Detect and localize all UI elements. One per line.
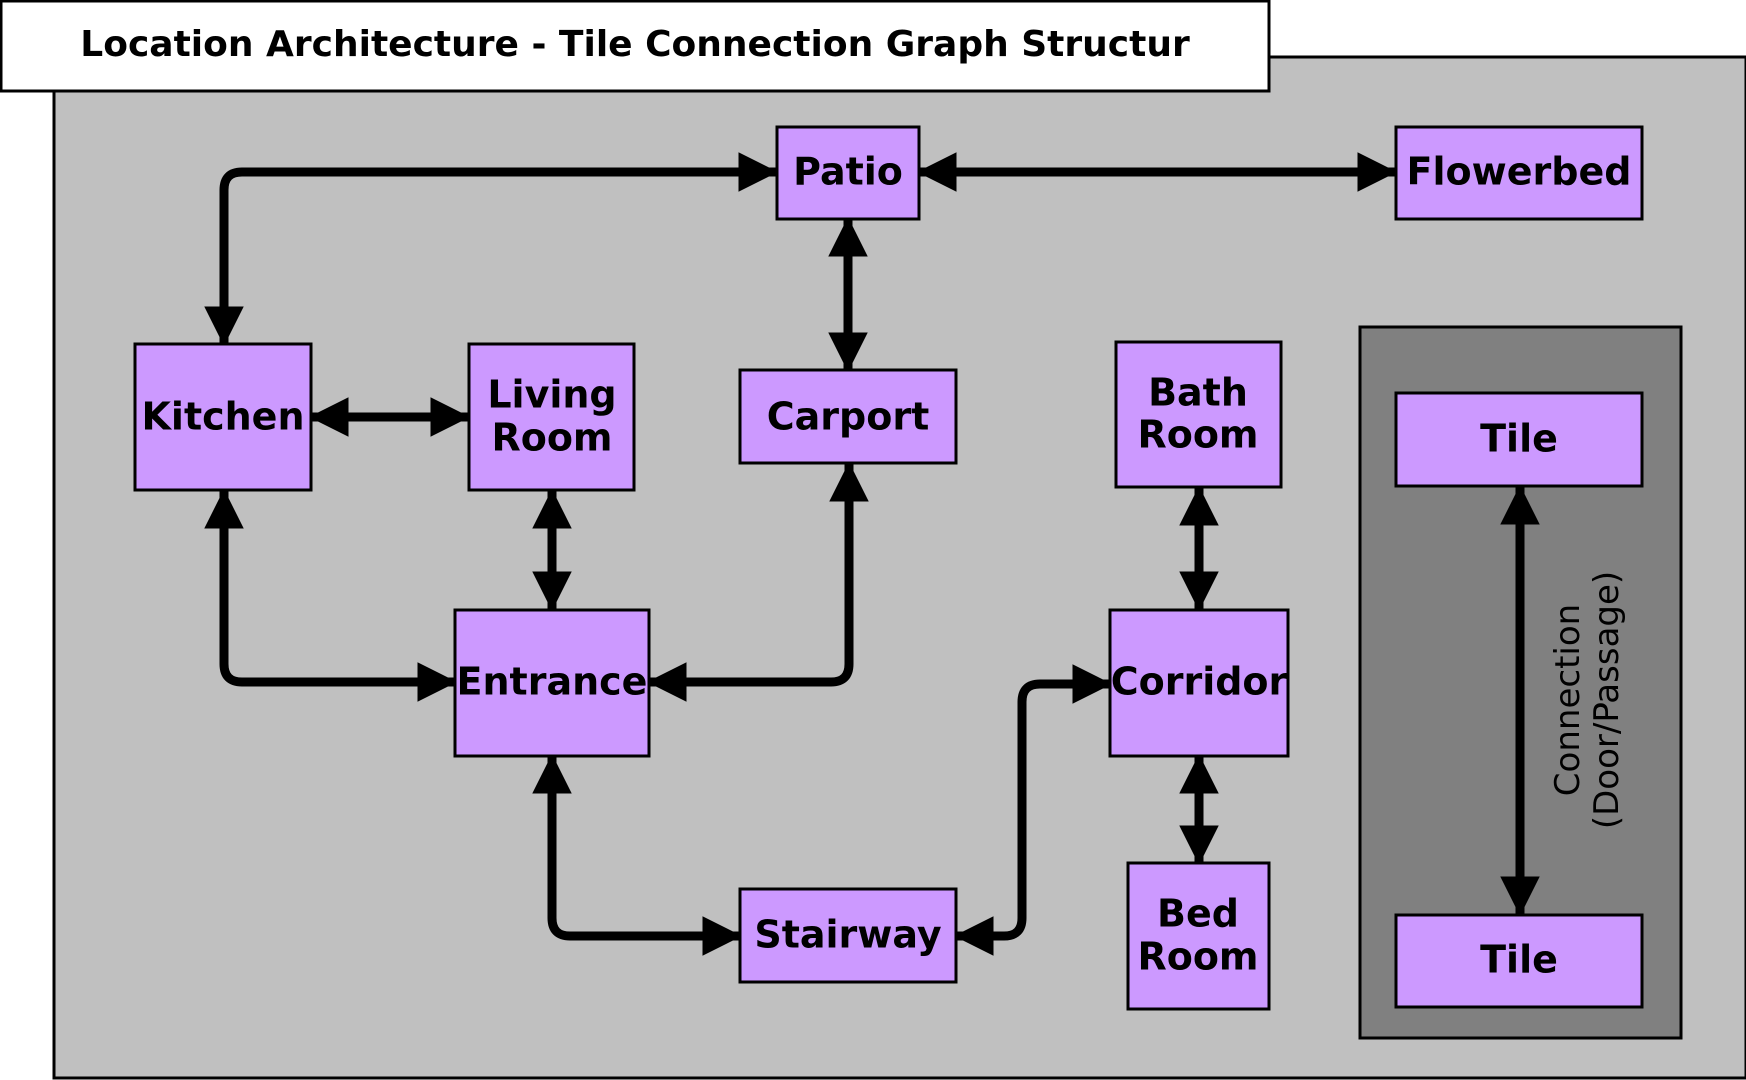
- node-label-corridor: Corridor: [1111, 660, 1288, 704]
- edge-patio-kitchen: [204, 152, 778, 346]
- node-label-stairway: Stairway: [754, 913, 942, 957]
- diagram-title: Location Architecture - Tile Connection …: [80, 24, 1190, 65]
- nodes: Patio Flowerbed Kitchen Living Room Carp…: [133, 125, 1644, 1011]
- node-patio: Patio: [775, 125, 921, 221]
- node-label-carport: Carport: [767, 395, 929, 439]
- node-label-bed-room: Room: [1137, 935, 1258, 979]
- node-bath-room: Bath Room: [1114, 340, 1283, 489]
- legend-connection-line1: Connection: [1548, 604, 1588, 796]
- node-corridor: Corridor: [1108, 608, 1290, 758]
- edge-kitchen-entrance: [204, 489, 457, 702]
- node-living-room: Living Room: [467, 342, 636, 492]
- title-box: [0, 0, 1271, 93]
- node-label-flowerbed: Flowerbed: [1407, 150, 1632, 194]
- node-entrance: Entrance: [453, 608, 651, 758]
- edges: [204, 152, 1540, 956]
- legend-tile-bottom-label: Tile: [1480, 938, 1558, 982]
- edge-carport-entrance: [647, 462, 869, 702]
- legend-connection-label: Connection (Door/Passage): [1548, 571, 1627, 829]
- node-label-bed: Bed: [1157, 892, 1239, 936]
- legend-tile-bottom: Tile: [1394, 913, 1644, 1009]
- node-label-patio: Patio: [793, 150, 903, 194]
- legend-tile-top: Tile: [1394, 391, 1644, 488]
- node-label-entrance: Entrance: [457, 660, 648, 704]
- node-stairway: Stairway: [738, 887, 958, 984]
- node-label-living: Living: [487, 373, 616, 417]
- node-bed-room: Bed Room: [1126, 861, 1271, 1011]
- node-flowerbed: Flowerbed: [1394, 125, 1644, 221]
- legend-tile-top-label: Tile: [1480, 417, 1558, 461]
- node-carport: Carport: [738, 368, 958, 465]
- node-label-living-room: Room: [491, 416, 612, 460]
- edge-stairway-corridor: [954, 664, 1112, 956]
- node-label-bath: Bath: [1148, 371, 1248, 415]
- node-label-bath-room: Room: [1137, 413, 1258, 457]
- node-kitchen: Kitchen: [133, 342, 313, 492]
- node-label-kitchen: Kitchen: [141, 395, 304, 439]
- legend-connection-line2: (Door/Passage): [1587, 571, 1627, 829]
- edge-entrance-stairway: [532, 754, 742, 956]
